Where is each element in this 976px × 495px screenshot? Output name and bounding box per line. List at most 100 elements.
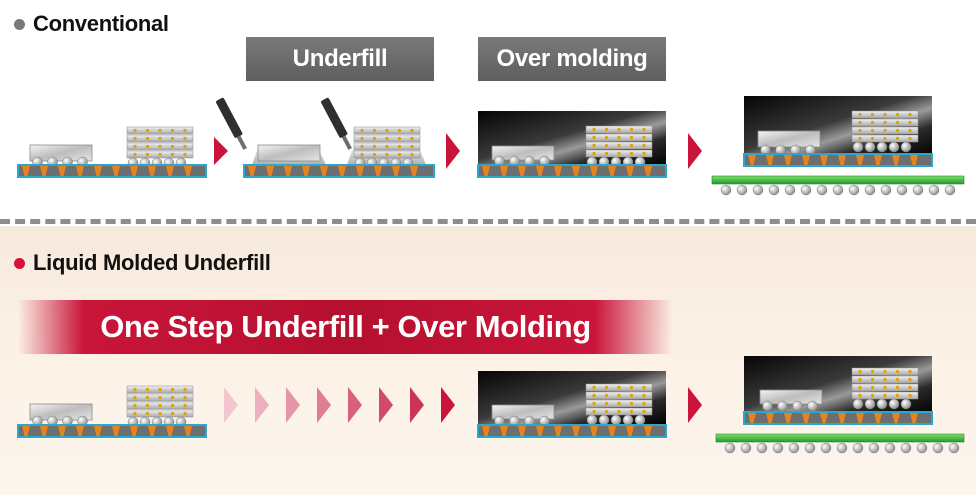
flow-arrow-icon (348, 387, 362, 423)
tsv-dot (170, 128, 175, 133)
lmu-flow (17, 356, 965, 454)
tsv-dot (592, 135, 596, 140)
tsv-dot (170, 403, 175, 408)
tsv-dot (183, 395, 187, 400)
tsv-dot (629, 409, 634, 414)
tsv-dot (617, 135, 621, 140)
via (374, 166, 382, 176)
tsv-dot (908, 393, 912, 398)
tsv-dot (629, 151, 634, 156)
tsv-dot (870, 377, 875, 382)
tsv-dot (145, 395, 150, 400)
bump (784, 184, 796, 196)
via (94, 426, 102, 436)
tsv-dot (158, 395, 162, 400)
bump (634, 414, 646, 426)
flow-arrow-icon (317, 387, 331, 423)
via (22, 166, 30, 176)
tsv-dot (183, 144, 187, 149)
tsv-dot (617, 151, 621, 156)
dispenser-tip (341, 135, 352, 150)
die (257, 144, 321, 162)
bump (768, 184, 780, 196)
tsv-dot (133, 144, 137, 149)
flow-arrow-icon (224, 387, 238, 423)
tsv-dot (908, 128, 912, 133)
tsv-dot (629, 385, 634, 390)
tsv-dot (385, 136, 389, 141)
tsv-dot (629, 401, 634, 406)
bump (868, 442, 880, 454)
via (784, 155, 792, 165)
flow-arrow-icon (688, 133, 702, 169)
bump (880, 184, 892, 196)
via (910, 155, 918, 165)
via (500, 426, 508, 436)
tsv-dot (895, 377, 900, 382)
via (320, 166, 328, 176)
tsv-dot (397, 136, 402, 141)
tsv-dot (858, 128, 862, 133)
via (820, 155, 828, 165)
tsv-dot (145, 387, 150, 392)
tsv-dot (385, 144, 389, 149)
tsv-dot (604, 135, 609, 140)
tsv-dot (858, 385, 862, 390)
via (874, 155, 882, 165)
tsv-dot (604, 151, 609, 156)
tsv-dot (158, 144, 162, 149)
tsv-dot (895, 369, 900, 374)
tsv-dot (629, 127, 634, 132)
bump (752, 184, 764, 196)
tsv-dot (604, 143, 609, 148)
tsv-dot (895, 112, 900, 117)
via (644, 426, 652, 436)
bump (740, 442, 752, 454)
tsv-dot (617, 409, 621, 414)
tsv-dot (870, 112, 875, 117)
via (184, 166, 192, 176)
one-step-banner: One Step Underfill + Over Molding (18, 300, 673, 354)
die (491, 145, 555, 161)
section-divider (0, 219, 976, 224)
tsv-dot (410, 136, 414, 141)
tsv-dot (397, 152, 402, 157)
tsv-dot (908, 120, 912, 125)
bump (736, 184, 748, 196)
tsv-dot (145, 152, 150, 157)
via (802, 413, 810, 423)
tsv-dot (410, 128, 414, 133)
tsv-dot (592, 127, 596, 132)
tsv-dot (360, 144, 364, 149)
stage-overmold (477, 111, 667, 178)
tsv-dot (372, 136, 377, 141)
bump (932, 442, 944, 454)
bump (788, 442, 800, 454)
flow-arrow-icon (255, 387, 269, 423)
flow-arrow-icon (286, 387, 300, 423)
tsv-dot (133, 128, 137, 133)
conventional-title: Conventional (14, 11, 169, 37)
via (572, 426, 580, 436)
tsv-dot (183, 128, 187, 133)
bump (804, 442, 816, 454)
tsv-dot (617, 393, 621, 398)
tsv-dot (372, 152, 377, 157)
tsv-dot (908, 112, 912, 117)
bump (928, 184, 940, 196)
red-bullet-icon (14, 257, 25, 269)
tsv-dot (908, 136, 912, 141)
flow-arrow-icon (441, 387, 455, 423)
via (184, 426, 192, 436)
tsv-dot (158, 403, 162, 408)
via (838, 413, 846, 423)
bump (756, 442, 768, 454)
via (608, 166, 616, 176)
via (112, 426, 120, 436)
pcb-board (711, 175, 965, 185)
stage-bare (17, 385, 207, 438)
via (40, 166, 48, 176)
tsv-dot (397, 144, 402, 149)
